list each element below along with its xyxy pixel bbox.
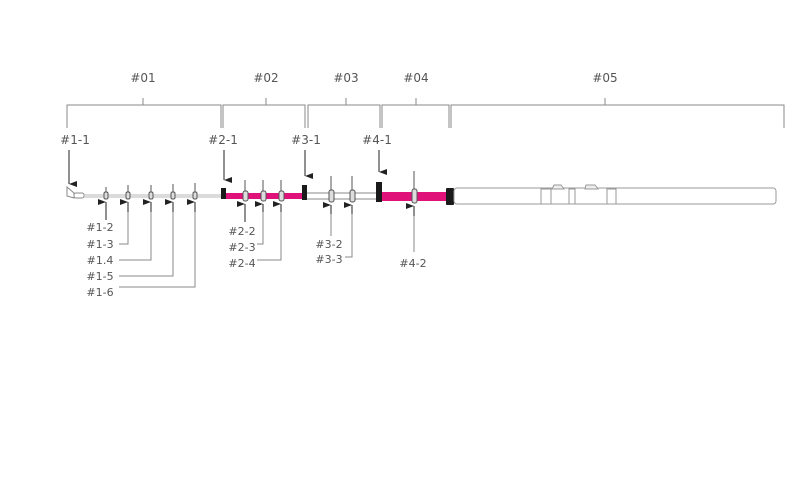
callout-1-1: #1-1 [60,133,90,147]
ferrule-5 [446,188,454,205]
callout-2-1: #2-1 [208,133,238,147]
section-label-01: #01 [130,71,155,85]
section-brackets [66,98,785,128]
callout-2-4: #2-4 [228,257,255,270]
callout-3-1: #3-1 [291,133,321,147]
callout-2-2: #2-2 [228,225,255,238]
ferrule-4 [376,182,382,202]
section-label-02: #02 [253,71,278,85]
handle [453,184,777,205]
ferrule-3 [302,185,307,200]
top-arrows [68,150,387,187]
callout-2-3: #2-3 [228,241,255,254]
callout-1-3: #1-3 [86,238,113,251]
tip-top [66,185,75,199]
section-03-blank [305,192,380,200]
callout-3-2: #3-2 [315,238,342,251]
guides [103,171,418,204]
callout-4-2: #4-2 [399,257,426,270]
callout-1-6: #1-6 [86,286,113,299]
callout-1-5: #1-5 [86,270,113,283]
callout-1-2: #1-2 [86,221,113,234]
section-label-03: #03 [333,71,358,85]
callout-4-1: #4-1 [362,133,392,147]
rod [66,171,777,205]
bottom-leaders [98,199,415,288]
ferrule-2 [221,188,226,199]
section-label-05: #05 [592,71,617,85]
section-label-04: #04 [403,71,428,85]
callout-1-4: #1.4 [87,254,114,267]
callout-3-3: #3-3 [315,253,342,266]
